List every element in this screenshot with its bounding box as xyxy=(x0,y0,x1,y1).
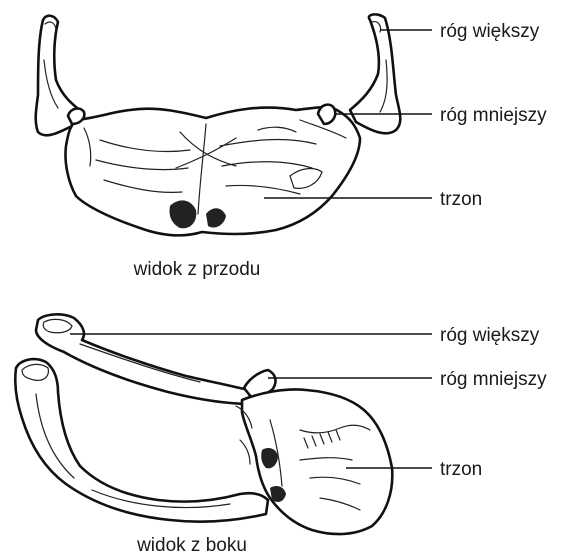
side-view-illustration xyxy=(15,314,392,534)
label-front-greater-horn: róg większy xyxy=(440,21,540,42)
label-front-lesser-horn: róg mniejszy xyxy=(440,105,547,126)
front-right-greater-horn xyxy=(350,14,400,133)
side-upper-greater-horn xyxy=(36,314,252,404)
label-front-body: trzon xyxy=(440,189,482,210)
front-left-lesser-horn xyxy=(68,109,84,124)
caption-front-view: widok z przodu xyxy=(133,259,261,280)
label-side-body: trzon xyxy=(440,459,482,480)
front-view-illustration xyxy=(36,14,401,235)
label-side-lesser-horn: róg mniejszy xyxy=(440,369,547,390)
caption-side-view: widok z boku xyxy=(136,535,247,556)
label-side-greater-horn: róg większy xyxy=(440,325,540,346)
